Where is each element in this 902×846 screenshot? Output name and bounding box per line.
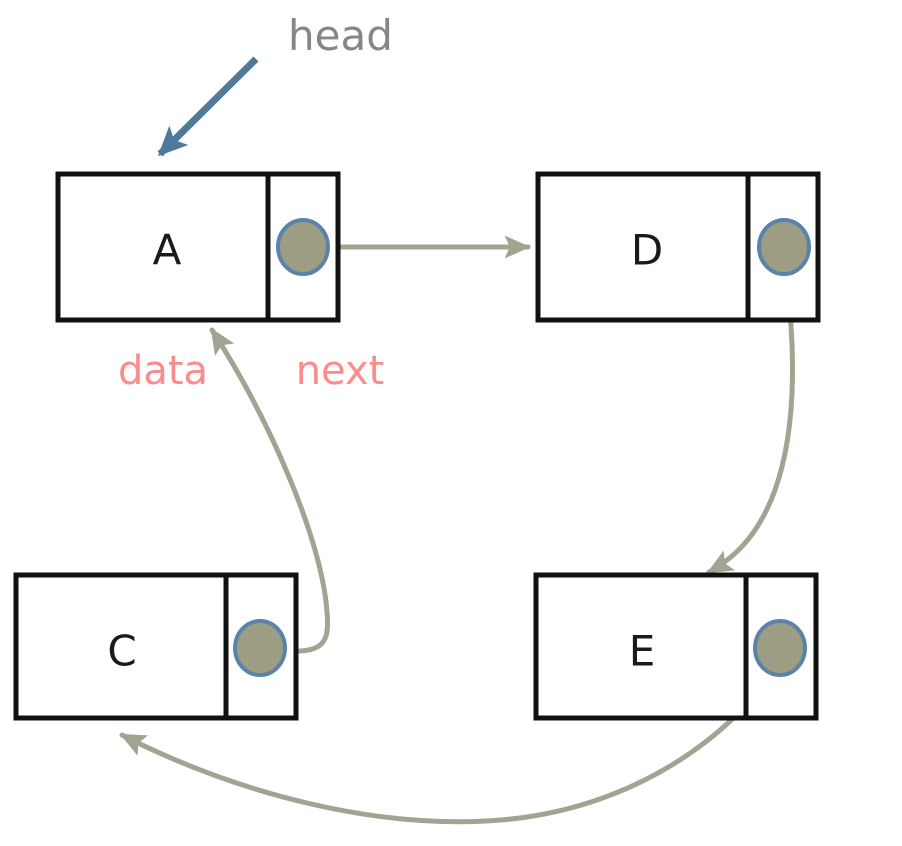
head-label: head <box>288 11 393 60</box>
head-annotation: head <box>157 11 393 157</box>
next-field-label: next <box>296 348 385 394</box>
data-field-label: data <box>118 348 208 394</box>
node-c-label: C <box>107 627 136 676</box>
node-d-label: D <box>631 226 663 275</box>
node-a-label: A <box>153 226 182 275</box>
head-arrow <box>157 56 259 157</box>
node-e-label: E <box>629 627 656 676</box>
link-e-to-c <box>119 669 773 825</box>
node-e[interactable]: E <box>533 572 819 721</box>
node-a[interactable]: A <box>55 171 341 323</box>
node-c-next-pointer[interactable] <box>233 619 287 677</box>
link-c-to-a <box>209 327 331 654</box>
node-c[interactable]: C <box>13 572 299 721</box>
node-d[interactable]: D <box>535 171 821 323</box>
node-e-next-pointer[interactable] <box>753 619 807 677</box>
node-a-next-pointer[interactable] <box>276 218 330 276</box>
node-d-next-pointer[interactable] <box>757 218 811 276</box>
